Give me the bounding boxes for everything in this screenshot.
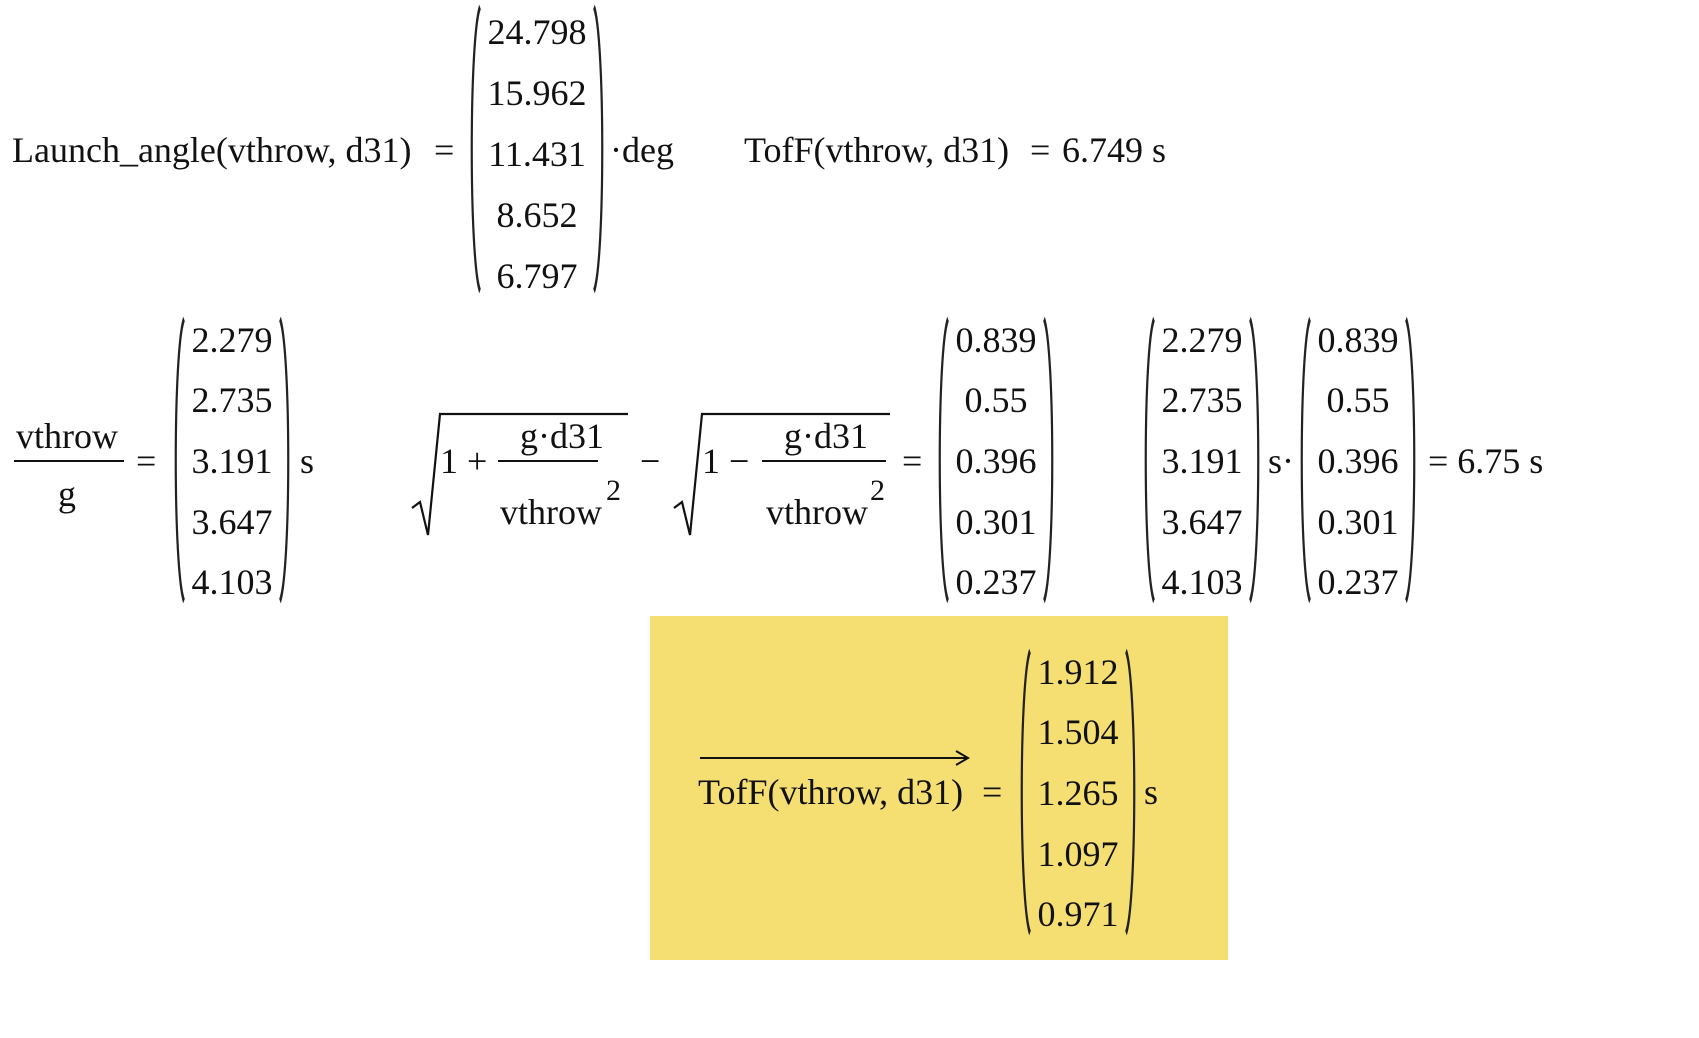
vectorized-lhs: TofF(vthrow, d31)	[698, 772, 964, 812]
ratio-vector: 2.279 2.735 3.191 3.647 4.103	[172, 316, 292, 604]
sqrt1-exponent: 2	[606, 474, 621, 507]
ratio-fraction-bar	[14, 460, 124, 462]
vector-cell: 0.55	[1326, 380, 1390, 420]
sqrt-minus: −	[640, 441, 661, 481]
vector-cell: 2.735	[191, 380, 273, 420]
vectorize-arrow-icon	[700, 750, 970, 766]
vector-cell: 2.279	[191, 320, 273, 360]
dot-result: = 6.75 s	[1428, 441, 1544, 481]
ratio-denominator: g	[58, 474, 76, 514]
vector-cell: 0.971	[1037, 894, 1119, 934]
left-paren	[174, 316, 185, 604]
toff-scalar-value: 6.749 s	[1062, 130, 1167, 170]
right-paren	[1249, 316, 1260, 604]
ratio-unit: s	[300, 441, 315, 481]
right-paren	[1043, 316, 1054, 604]
vector-cell: 0.839	[955, 320, 1037, 360]
vectorized-vector: 1.912 1.504 1.265 1.097 0.971	[1018, 648, 1138, 936]
sqrt1-prefix: 1 +	[440, 441, 488, 481]
sqrt1-fraction-bar	[498, 460, 598, 462]
sqrt1-numerator: g·d31	[520, 416, 604, 456]
vector-cell: 6.797	[496, 256, 578, 296]
vector-cell: 1.912	[1037, 652, 1119, 692]
vector-cell: 0.301	[955, 502, 1037, 542]
vector-cell: 0.839	[1317, 320, 1399, 360]
vector-cell: 1.097	[1037, 834, 1119, 874]
sqrt-equals: =	[902, 441, 923, 481]
left-paren	[1020, 648, 1031, 936]
sqrt-result-vector: 0.839 0.55 0.396 0.301 0.237	[936, 316, 1056, 604]
right-paren	[1125, 648, 1136, 936]
vector-cell: 0.396	[1317, 441, 1399, 481]
vector-cell: 24.798	[487, 12, 587, 52]
vector-cell: 0.55	[964, 380, 1028, 420]
vector-cell: 1.504	[1037, 712, 1119, 752]
vector-cell: 1.265	[1037, 773, 1119, 813]
vector-cell: 2.279	[1161, 320, 1243, 360]
right-paren	[593, 4, 604, 294]
right-paren	[279, 316, 290, 604]
vector-cell: 2.735	[1161, 380, 1243, 420]
vector-cell: 8.652	[496, 195, 578, 235]
vector-cell: 4.103	[1161, 562, 1243, 602]
vector-cell: 3.647	[1161, 502, 1243, 542]
sqrt-symbol	[673, 412, 890, 536]
sqrt2-denominator: vthrow	[766, 492, 868, 532]
launch-angle-unit: ·deg	[610, 130, 674, 170]
vector-cell: 3.191	[191, 441, 273, 481]
vectorized-unit: s	[1144, 772, 1159, 812]
ratio-equals: =	[136, 441, 157, 481]
vector-cell: 0.301	[1317, 502, 1399, 542]
vector-cell: 15.962	[487, 73, 587, 113]
left-paren	[1144, 316, 1155, 604]
left-paren	[938, 316, 949, 604]
toff-scalar-lhs: TofF(vthrow, d31)	[744, 130, 1010, 170]
launch-angle-equals: =	[434, 130, 455, 170]
vector-cell: 4.103	[191, 562, 273, 602]
dot-left-vector: 2.279 2.735 3.191 3.647 4.103	[1142, 316, 1262, 604]
vector-cell: 0.237	[955, 562, 1037, 602]
sqrt2-numerator: g·d31	[784, 416, 868, 456]
vector-cell: 3.647	[191, 502, 273, 542]
sqrt2-fraction-bar	[762, 460, 886, 462]
left-paren	[1300, 316, 1311, 604]
right-paren	[1405, 316, 1416, 604]
toff-scalar-equals: =	[1030, 130, 1051, 170]
vector-cell: 0.396	[955, 441, 1037, 481]
sqrt-symbol	[411, 412, 628, 536]
dot-right-vector: 0.839 0.55 0.396 0.301 0.237	[1298, 316, 1418, 604]
vector-cell: 11.431	[488, 134, 586, 174]
vector-cell: 0.237	[1317, 562, 1399, 602]
dot-operator: s·	[1268, 441, 1294, 481]
vectorized-equals: =	[982, 772, 1003, 812]
launch-angle-lhs: Launch_angle(vthrow, d31)	[12, 130, 412, 170]
ratio-numerator: vthrow	[16, 416, 118, 456]
launch-angle-vector: 24.798 15.962 11.431 8.652 6.797	[468, 4, 606, 294]
left-paren	[470, 4, 481, 294]
sqrt1-denominator: vthrow	[500, 492, 602, 532]
sqrt2-exponent: 2	[870, 474, 885, 507]
vector-cell: 3.191	[1161, 441, 1243, 481]
sqrt2-prefix: 1 −	[702, 441, 750, 481]
